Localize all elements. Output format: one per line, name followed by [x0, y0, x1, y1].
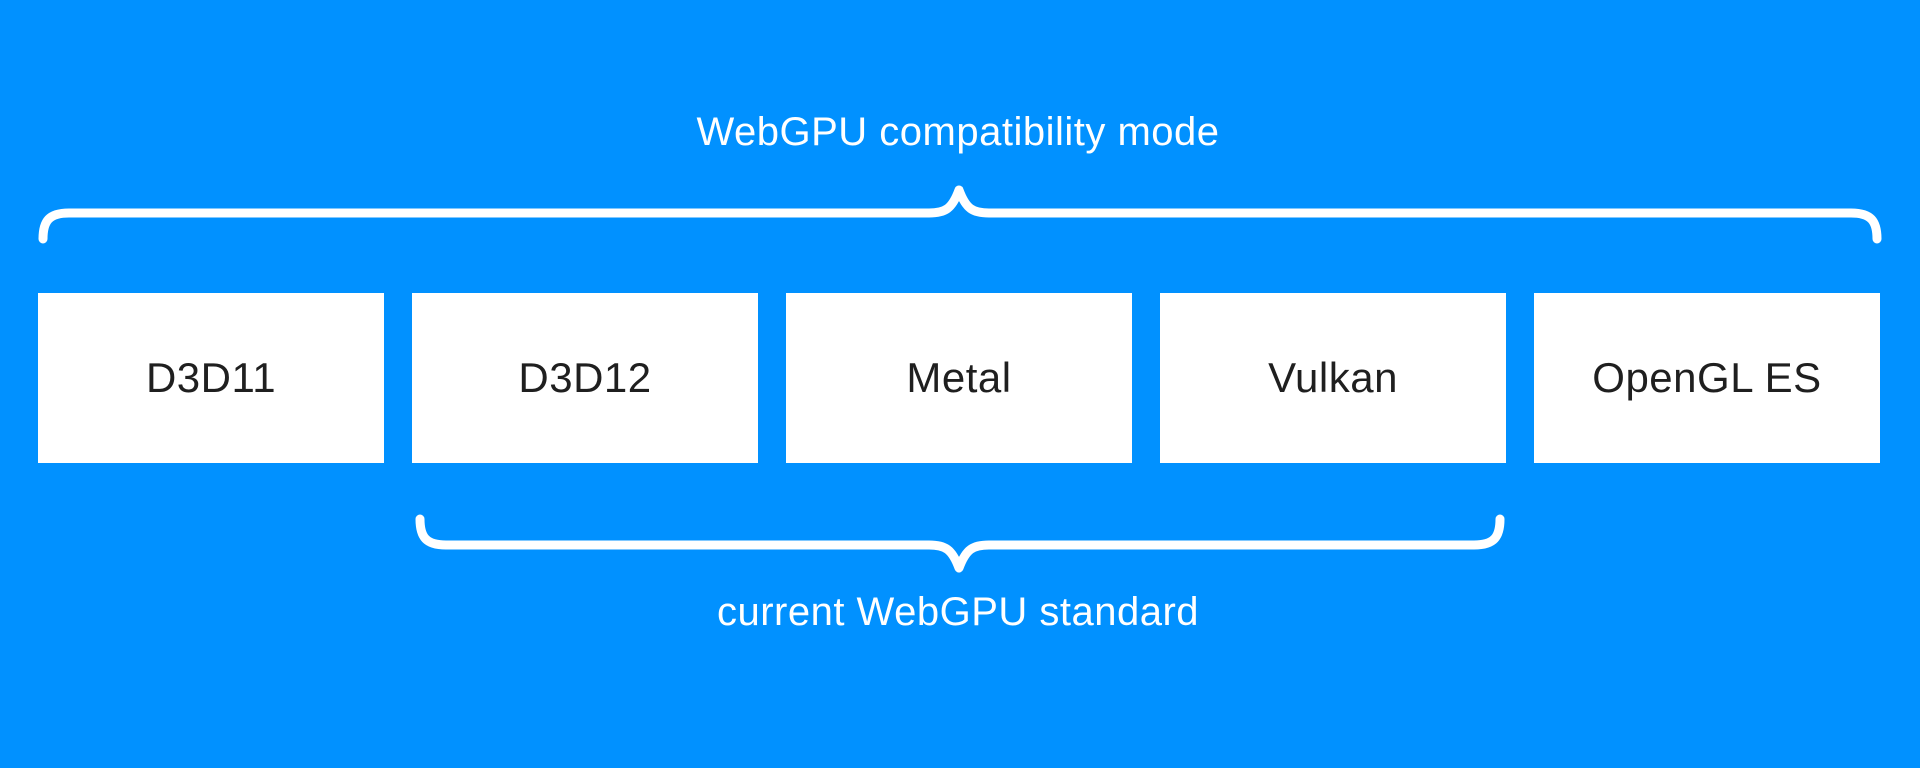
top-brace-label: WebGPU compatibility mode — [696, 110, 1220, 154]
api-box-vulkan: Vulkan — [1160, 293, 1506, 463]
bottom-brace-shape — [415, 514, 1505, 573]
api-box-label: OpenGL ES — [1592, 354, 1822, 401]
api-box-label: Vulkan — [1268, 354, 1398, 401]
top-brace-shape — [38, 185, 1882, 244]
api-boxes-row: D3D11 D3D12 Metal Vulkan OpenGL ES — [38, 293, 1880, 463]
api-box-label: D3D11 — [145, 354, 277, 401]
api-box-d3d12: D3D12 — [412, 293, 758, 463]
api-box-d3d11: D3D11 — [38, 293, 384, 463]
api-box-label: Metal — [906, 354, 1012, 401]
api-box-label: D3D12 — [518, 354, 652, 401]
api-box-metal: Metal — [786, 293, 1132, 463]
bottom-brace-label: current WebGPU standard — [716, 590, 1200, 634]
api-box-opengl-es: OpenGL ES — [1534, 293, 1880, 463]
